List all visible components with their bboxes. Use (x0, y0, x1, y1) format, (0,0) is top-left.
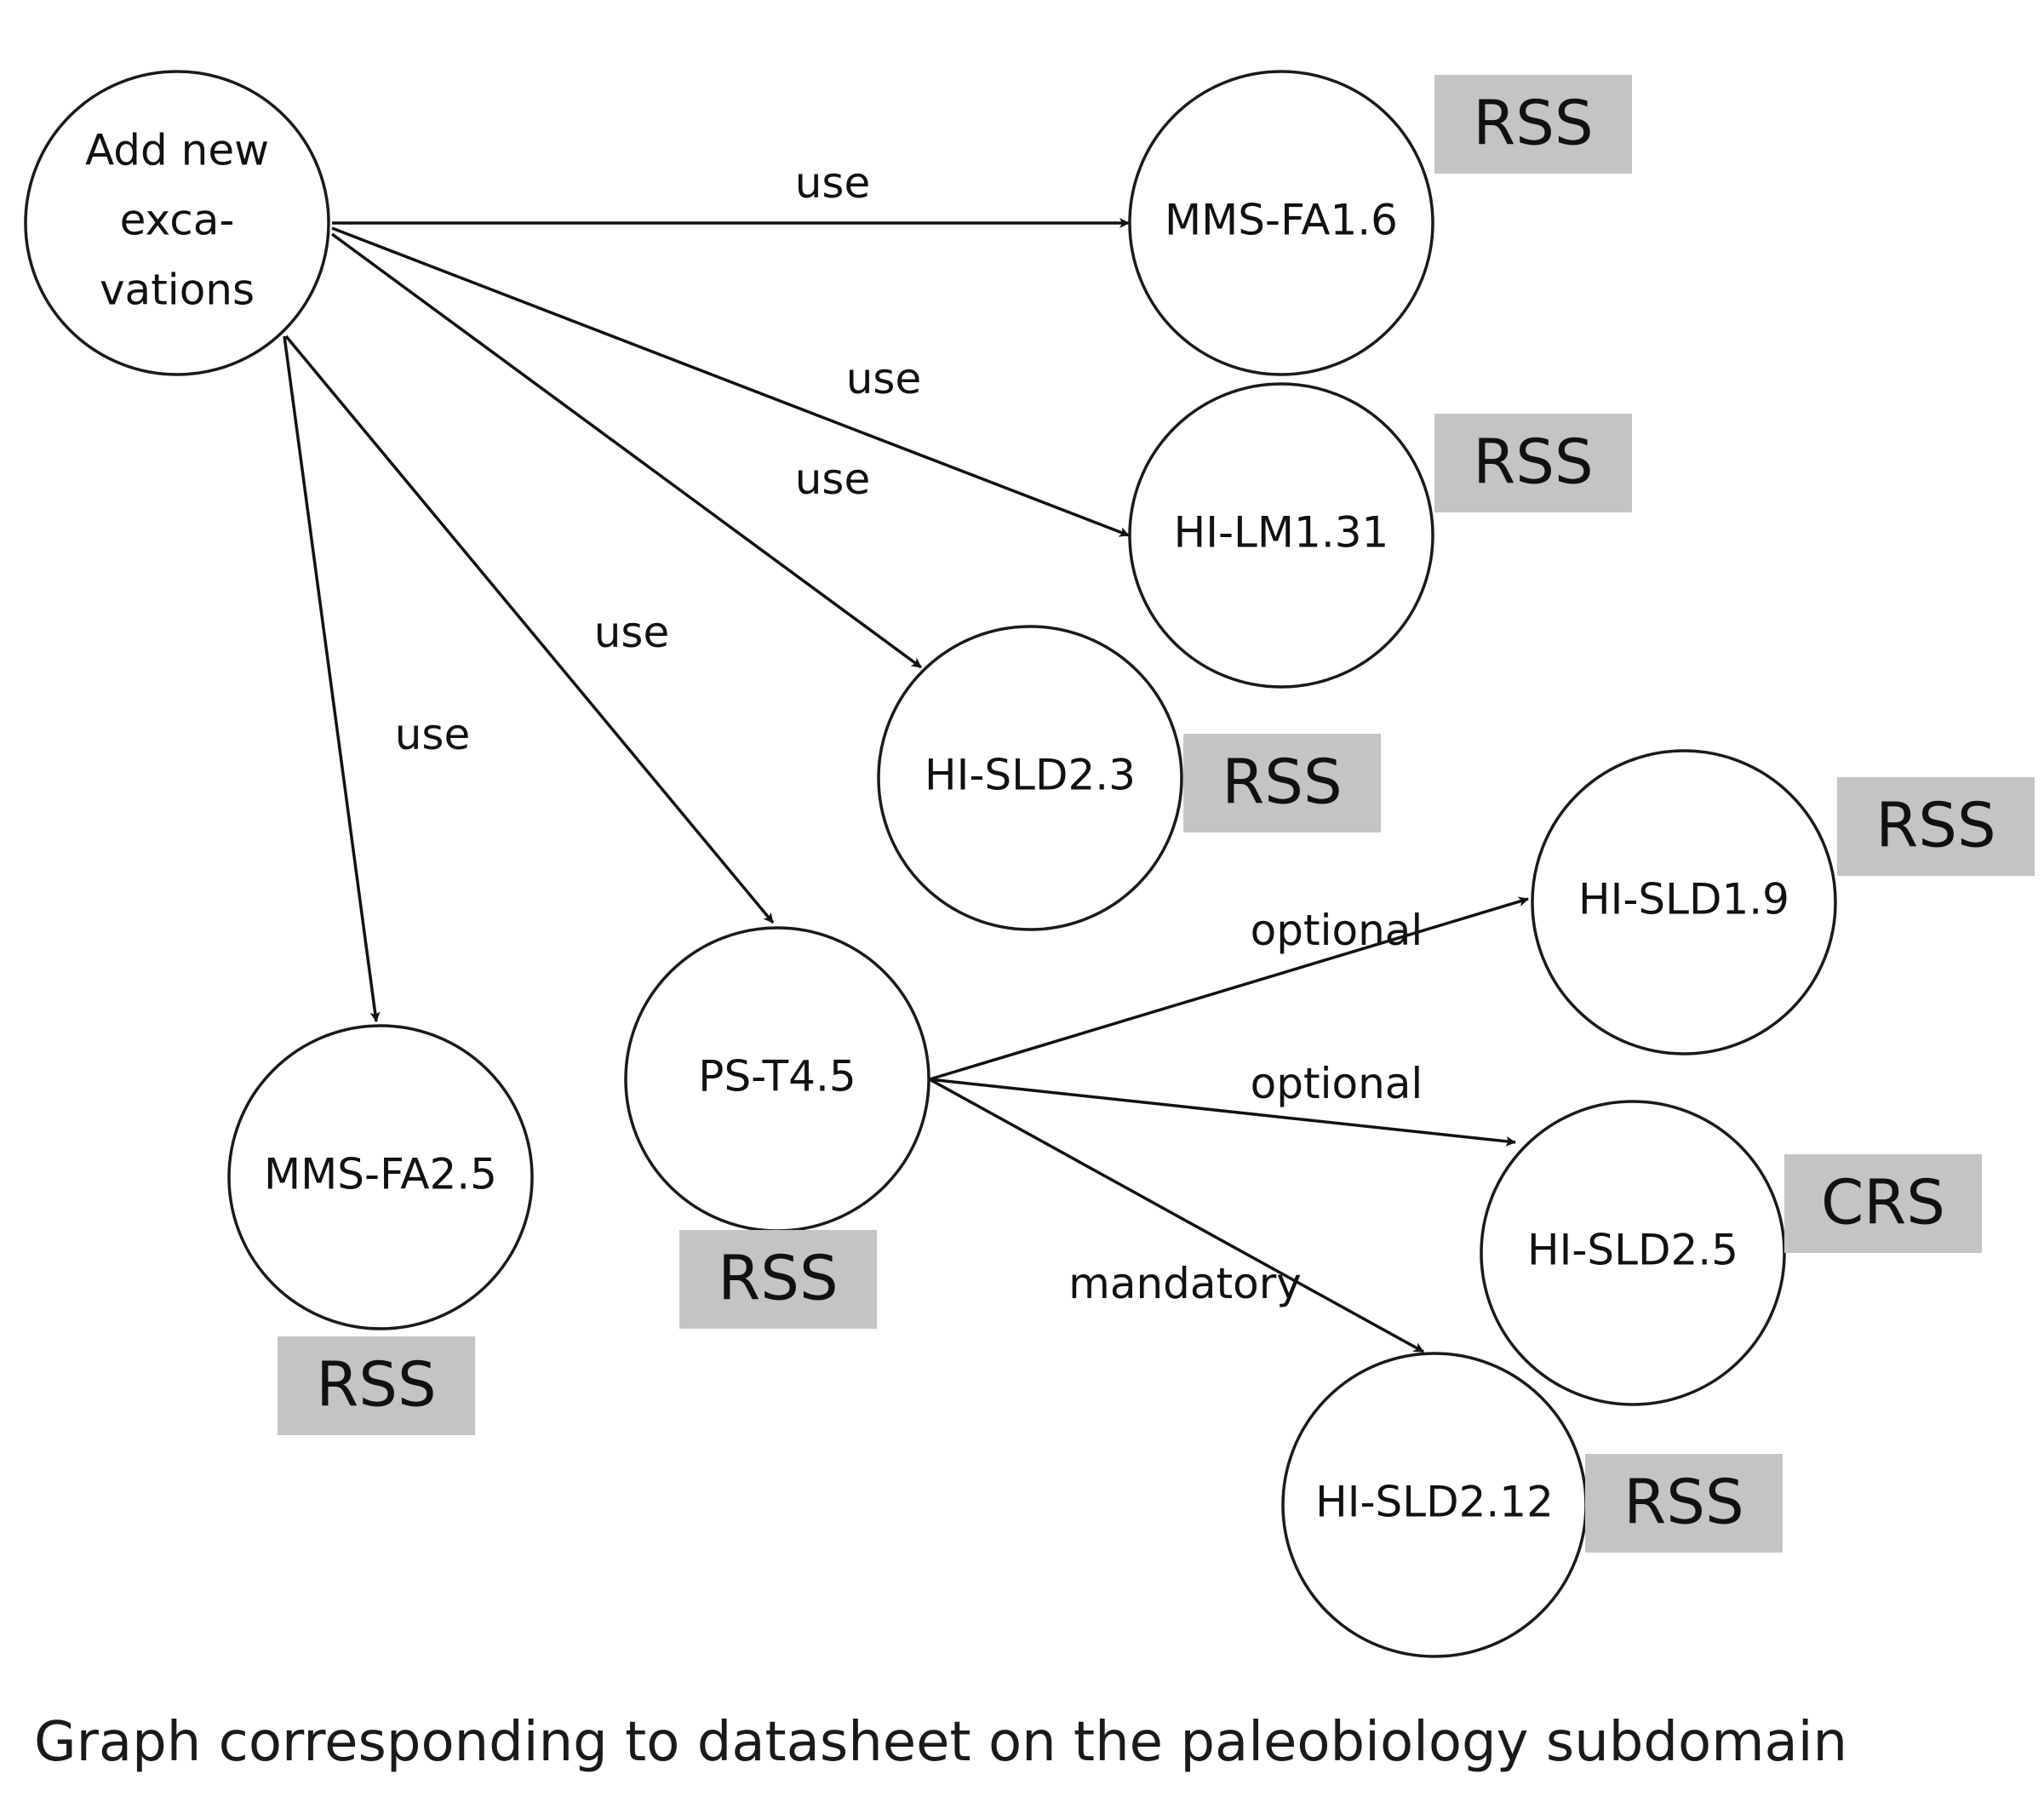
edge-label-pst45-to-hisld212: mandatory (1068, 1259, 1302, 1308)
node-mmsfa25: MMS-FA2.5 (227, 1024, 534, 1330)
node-label-hilm131: HI-LM1.31 (1174, 508, 1389, 558)
tag-label-pst45: RSS (718, 1243, 838, 1314)
edge-arrow-pst45-to-hisld19 (929, 896, 1529, 1081)
tag-label-hisld19: RSS (1875, 790, 1995, 861)
tag-hisld25: CRS (1784, 1154, 1982, 1253)
nodes: Add new exca-vations MMS-FA1.6HI-LM1.31HI-… (24, 70, 1837, 1658)
edge-label-pst45-to-hisld19: optional (1251, 906, 1423, 955)
tag-box-hisld23 (1183, 734, 1381, 832)
node-circle-add (24, 70, 330, 376)
tag-box-hilm131 (1434, 414, 1632, 512)
tag-label-hilm131: RSS (1473, 426, 1593, 498)
tags: RSS RSS RSS RSS RSS RSS CRS RSS (278, 75, 2035, 1553)
tag-label-hisld25: CRS (1821, 1167, 1945, 1239)
edge-label-add-to-pst45: use (594, 608, 670, 657)
node-circle-mmsfa16 (1128, 70, 1434, 376)
node-circle-mmsfa25 (227, 1024, 534, 1330)
node-circle-hisld19 (1531, 749, 1837, 1055)
edge-label-add-to-hilm131: use (846, 354, 922, 403)
figure-caption: Graph corresponding to datasheet on the … (34, 1711, 1848, 1774)
edge-arrow-add-to-mmsfa25 (283, 335, 381, 1022)
tag-label-mmsfa16: RSS (1473, 88, 1593, 159)
node-hilm131: HI-LM1.31 (1128, 382, 1434, 689)
node-label-hisld19: HI-SLD1.9 (1578, 875, 1789, 924)
tag-label-hisld23: RSS (1222, 747, 1342, 818)
edge-arrow-add-to-hilm131 (331, 226, 1130, 537)
node-label-hisld212: HI-SLD2.12 (1315, 1478, 1554, 1527)
tag-hisld19: RSS (1837, 777, 2035, 876)
node-hisld19: HI-SLD1.9 (1531, 749, 1837, 1055)
tag-box-mmsfa25 (278, 1336, 475, 1435)
tag-hisld212: RSS (1585, 1454, 1783, 1553)
node-circle-hisld23 (877, 625, 1183, 931)
node-hisld23: HI-SLD2.3 (877, 625, 1183, 931)
tag-box-hisld19 (1837, 777, 2035, 876)
edge-arrow-pst45-to-hisld212 (929, 1078, 1424, 1353)
tag-box-hisld25 (1784, 1154, 1982, 1253)
node-label-mmsfa25: MMS-FA2.5 (264, 1150, 497, 1199)
node-pst45: PS-T4.5 (624, 926, 930, 1233)
edge-label-add-to-mmsfa16: use (795, 158, 871, 208)
node-label-add-line-2: exca- (120, 196, 235, 245)
tag-box-hisld212 (1585, 1454, 1783, 1553)
node-add: Add new exca-vations (24, 70, 330, 376)
edges: use use use use use optional optional mandatory (283, 158, 1529, 1353)
tag-label-mmsfa25: RSS (316, 1349, 436, 1421)
node-label-add-line-1: Add new (85, 126, 269, 175)
node-hisld212: HI-SLD2.12 (1281, 1352, 1588, 1658)
edge-arrow-add-to-pst45 (284, 335, 775, 924)
tag-box-pst45 (679, 1230, 877, 1329)
node-label-add-line-3: vations (100, 266, 255, 315)
node-label-hisld23: HI-SLD2.3 (925, 751, 1136, 800)
node-hisld25: HI-SLD2.5 (1480, 1100, 1786, 1406)
tag-mmsfa25: RSS (278, 1336, 475, 1435)
edge-label-add-to-hisld23: use (795, 455, 871, 504)
edge-label-add-to-mmsfa25: use (395, 710, 471, 759)
tag-label-hisld212: RSS (1623, 1467, 1743, 1538)
tag-mmsfa16: RSS (1434, 75, 1632, 174)
tag-hilm131: RSS (1434, 414, 1632, 512)
tag-hisld23: RSS (1183, 734, 1381, 832)
tag-box-mmsfa16 (1434, 75, 1632, 174)
node-circle-hilm131 (1128, 382, 1434, 689)
edge-arrow-pst45-to-hisld25 (929, 1078, 1516, 1147)
node-mmsfa16: MMS-FA1.6 (1128, 70, 1434, 376)
edge-arrow-add-to-hisld23 (330, 232, 923, 669)
node-label-pst45: PS-T4.5 (698, 1052, 856, 1101)
node-label-mmsfa16: MMS-FA1.6 (1165, 196, 1398, 245)
node-label-hisld25: HI-SLD2.5 (1527, 1226, 1738, 1275)
edge-label-pst45-to-hisld25: optional (1251, 1059, 1423, 1108)
tag-pst45: RSS (679, 1230, 877, 1329)
